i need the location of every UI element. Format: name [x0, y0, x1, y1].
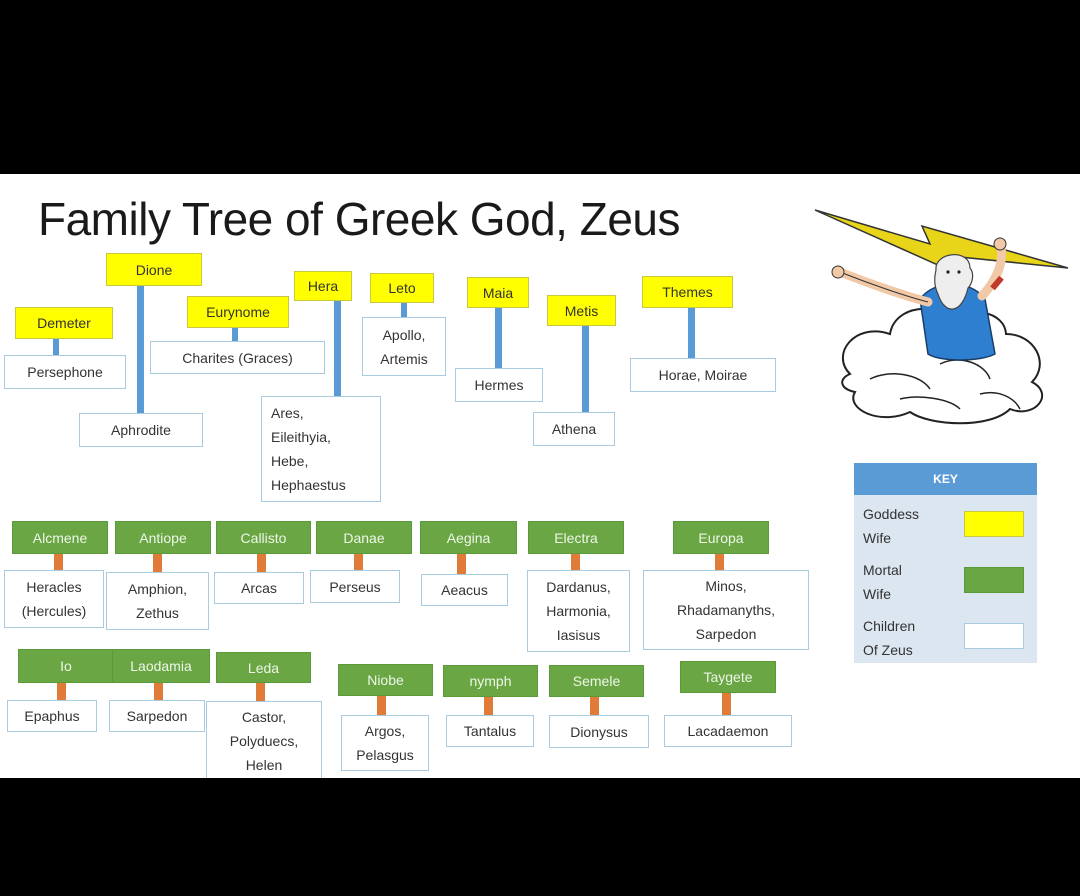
goddess-wife-themes: Themes: [642, 276, 733, 308]
children-of-electra: Dardanus, Harmonia, Iasisus: [527, 570, 630, 652]
mortal-wife-danae: Danae: [316, 521, 412, 554]
top-letterbox: [0, 0, 1080, 174]
goddess-wife-hera: Hera: [294, 271, 352, 301]
connector-aegina: [457, 553, 466, 575]
children-of-leto: Apollo, Artemis: [362, 317, 446, 376]
family-tree-slide: Family Tree of Greek God, Zeus Demeter D…: [0, 174, 1080, 778]
children-of-dione: Aphrodite: [79, 413, 203, 447]
mortal-wife-electra: Electra: [528, 521, 624, 554]
children-of-metis: Athena: [533, 412, 615, 446]
connector-nymph: [484, 696, 493, 716]
children-of-semele: Dionysus: [549, 715, 649, 748]
children-of-aegina: Aeacus: [421, 574, 508, 606]
zeus-illustration-icon: [810, 204, 1072, 434]
children-of-demeter: Persephone: [4, 355, 126, 389]
connector-danae: [354, 553, 363, 571]
connector-demeter: [53, 337, 59, 357]
mortal-wife-aegina: Aegina: [420, 521, 517, 554]
legend-item-label: Goddess Wife: [863, 502, 919, 550]
children-of-leda: Castor, Polyduecs, Helen: [206, 701, 322, 778]
legend-item-children: Children Of Zeus: [854, 609, 1037, 664]
mortal-wife-nymph: nymph: [443, 665, 538, 697]
connector-leda: [256, 682, 265, 702]
mortal-wife-io: Io: [18, 649, 114, 683]
connector-europa: [715, 553, 724, 571]
children-of-taygete: Lacadaemon: [664, 715, 792, 747]
connector-dione: [137, 285, 144, 415]
connector-semele: [590, 696, 599, 716]
bottom-letterbox: [0, 778, 1080, 896]
mortal-wife-callisto: Callisto: [216, 521, 311, 554]
goddess-wife-dione: Dione: [106, 253, 202, 286]
mortal-wife-semele: Semele: [549, 665, 644, 697]
legend-item-label: Mortal Wife: [863, 558, 902, 606]
goddess-wife-metis: Metis: [547, 295, 616, 326]
goddess-wife-demeter: Demeter: [15, 307, 113, 339]
children-of-eurynome: Charites (Graces): [150, 341, 325, 374]
connector-maia: [495, 307, 502, 369]
slide-title: Family Tree of Greek God, Zeus: [38, 192, 680, 246]
connector-hera: [334, 300, 341, 396]
children-of-antiope: Amphion, Zethus: [106, 572, 209, 630]
mortal-wife-alcmene: Alcmene: [12, 521, 108, 554]
legend-key-heading: KEY: [854, 463, 1037, 495]
children-of-io: Epaphus: [7, 700, 97, 732]
legend-item-goddess-wife: Goddess Wife: [854, 497, 1037, 552]
children-of-danae: Perseus: [310, 570, 400, 603]
connector-antiope: [153, 553, 162, 573]
legend-item-mortal-wife: Mortal Wife: [854, 553, 1037, 608]
children-swatch: [964, 623, 1024, 649]
children-of-themes: Horae, Moirae: [630, 358, 776, 392]
mortal-wife-taygete: Taygete: [680, 661, 776, 693]
children-of-niobe: Argos, Pelasgus: [341, 715, 429, 771]
children-of-nymph: Tantalus: [446, 715, 534, 747]
goddess-wife-maia: Maia: [467, 277, 529, 308]
connector-niobe: [377, 694, 386, 716]
mortal-wife-europa: Europa: [673, 521, 769, 554]
connector-themes: [688, 307, 695, 359]
connector-taygete: [722, 692, 731, 716]
children-of-laodamia: Sarpedon: [109, 700, 205, 732]
mortal-wife-antiope: Antiope: [115, 521, 211, 554]
children-of-hera: Ares, Eileithyia, Hebe, Hephaestus: [261, 396, 381, 502]
mortal-wife-swatch: [964, 567, 1024, 593]
legend-item-label: Children Of Zeus: [863, 614, 915, 662]
children-of-europa: Minos, Rhadamanyths, Sarpedon: [643, 570, 809, 650]
goddess-wife-leto: Leto: [370, 273, 434, 303]
connector-leto: [401, 302, 407, 318]
connector-electra: [571, 553, 580, 571]
children-of-callisto: Arcas: [214, 572, 304, 604]
mortal-wife-laodamia: Laodamia: [112, 649, 210, 683]
mortal-wife-niobe: Niobe: [338, 664, 433, 696]
connector-io: [57, 682, 66, 702]
connector-callisto: [257, 553, 266, 573]
goddess-wife-swatch: [964, 511, 1024, 537]
goddess-wife-eurynome: Eurynome: [187, 296, 289, 328]
children-of-maia: Hermes: [455, 368, 543, 402]
children-of-alcmene: Heracles (Hercules): [4, 570, 104, 628]
legend-key: KEY Goddess Wife Mortal Wife Children Of…: [854, 463, 1037, 663]
connector-metis: [582, 325, 589, 413]
mortal-wife-leda: Leda: [216, 652, 311, 683]
